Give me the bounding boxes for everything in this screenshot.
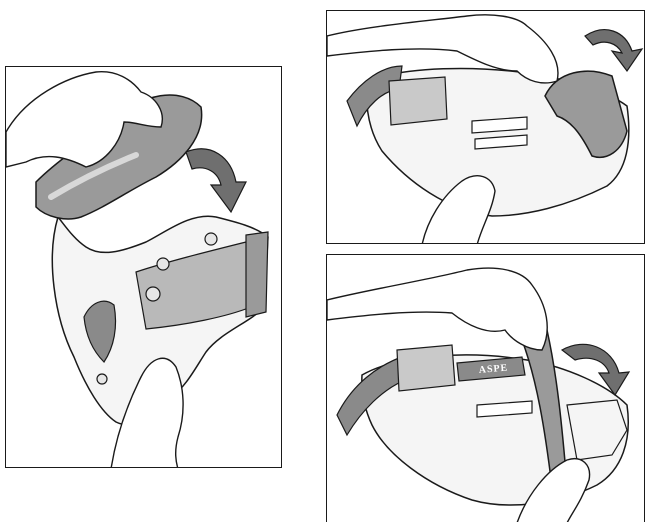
- velcro-patch: [397, 345, 455, 391]
- snap-3: [146, 287, 160, 301]
- snap-4: [97, 374, 107, 384]
- curved-arrow-icon: [585, 30, 642, 71]
- illustration-panel-bottom-right: ASPE: [326, 254, 645, 522]
- velcro-patch: [389, 77, 447, 125]
- illustration-panel-top-right: [326, 10, 645, 244]
- illustration-panel-left: [5, 66, 282, 468]
- snap-2: [157, 258, 169, 270]
- curved-arrow-icon: [186, 149, 246, 212]
- snap-1: [205, 233, 217, 245]
- collar-pad-closeup-illustration: ASPE: [327, 255, 645, 522]
- collar-pad-peel-illustration: [327, 11, 645, 244]
- collar-front-illustration: [6, 67, 282, 468]
- hand-top: [327, 268, 547, 350]
- collar-flap: [246, 232, 268, 317]
